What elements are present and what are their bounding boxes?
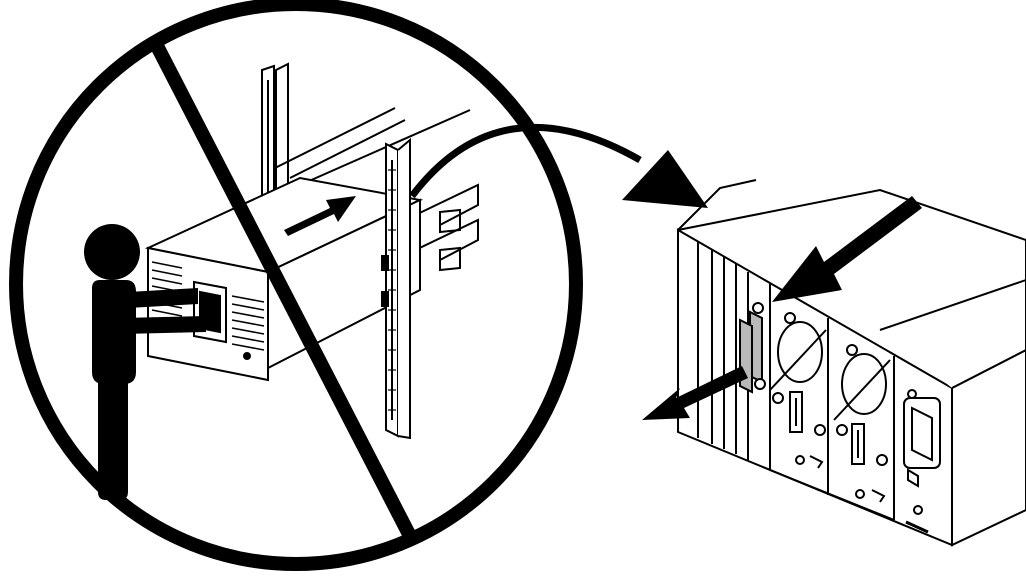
push-arrow-icon — [284, 196, 356, 236]
prohibition-sign-icon — [9, 0, 583, 571]
prohibited-action-scene — [84, 62, 479, 500]
callout-curved-arrow-icon — [409, 123, 708, 208]
person-figure-icon — [84, 224, 206, 500]
rear-chassis-detail — [677, 179, 1026, 547]
rack-rail-front — [381, 137, 411, 440]
pull-arrow-icon — [642, 366, 748, 420]
press-arrow-icon — [772, 196, 922, 302]
